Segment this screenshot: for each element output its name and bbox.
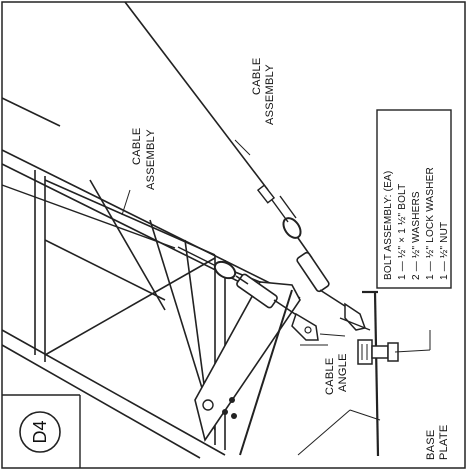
brace-diagonal-2 [44, 257, 216, 356]
cable-assembly-lower-line1: CABLE [131, 127, 143, 165]
angle-plate-vertical [373, 291, 380, 457]
upper-cable-assembly [124, 1, 366, 331]
lower-cable-assembly [1, 184, 319, 341]
leader-base-plate-2 [297, 409, 351, 456]
cable-angle-line2: ANGLE [337, 353, 349, 392]
bolt-assembly-item-1: 1 — ½" × 1 ½" BOLT [397, 184, 408, 280]
upper-cable-line [124, 1, 269, 191]
bolt-head [357, 339, 373, 365]
cable-tail [339, 317, 371, 331]
base-plate-gusset [194, 281, 301, 456]
turnbuckle-rod-lower-1 [235, 275, 249, 285]
leader-base-plate-1 [349, 409, 381, 421]
gusset-plate [194, 281, 301, 442]
thimble-leg-2 [279, 195, 297, 219]
thimble-leg-1 [271, 199, 289, 223]
shackle-upper [344, 302, 366, 331]
bolt-assembly-title: BOLT ASSEMBLY: (EA) [383, 171, 394, 280]
label-leaders [121, 139, 381, 456]
turnbuckle-upper [296, 251, 330, 293]
bottom-chord-edge-2 [1, 344, 201, 459]
bolt-hole-4 [231, 413, 237, 419]
arrow-shaft [319, 333, 346, 337]
bolt-assembly-item-2: 2 — ½" WASHERS [411, 191, 422, 280]
bolt-hole-2 [202, 399, 214, 411]
detail-tag-id: D4 [30, 420, 50, 443]
bolt-hole-5 [229, 397, 235, 403]
cable-assembly-upper-line2: ASSEMBLY [264, 64, 276, 125]
cable-thimble-lower [213, 260, 237, 280]
bolt-assembly-box [376, 109, 452, 289]
brace-diagonal-1 [44, 179, 216, 256]
cable-assembly-lower-line2: ASSEMBLY [145, 129, 157, 190]
label-cable-assembly-lower: CABLE ASSEMBLY [131, 127, 157, 190]
base-plate-line1: BASE [425, 429, 437, 460]
brace-diagonal-6 [89, 179, 166, 311]
label-cable-assembly-upper: CABLE ASSEMBLY [251, 57, 276, 125]
detail-tag-circle [19, 411, 61, 453]
lower-cable-line [1, 184, 176, 249]
brace-diagonal-3 [44, 239, 166, 301]
cable-assembly-upper-line1: CABLE [251, 57, 263, 95]
cable-angle-detail [339, 290, 431, 457]
bottom-chord-edge-1 [1, 329, 226, 456]
shackle-lower [291, 312, 319, 341]
truss-frame [1, 97, 301, 459]
bolt-assembly-note: BOLT ASSEMBLY: (EA) 1 — ½" × 1 ½" BOLT 2… [376, 109, 452, 289]
base-plate-edge [239, 289, 293, 456]
turnbuckle-rod-upper [319, 289, 349, 309]
shackle-pin [304, 326, 312, 334]
leader-lower-cable [121, 189, 131, 216]
cable-thimble-upper [282, 217, 302, 239]
bolt-leader [394, 349, 431, 353]
cable-angle-arrow [300, 333, 346, 346]
bolt-hole-3 [222, 409, 228, 415]
leader-upper-cable [234, 139, 251, 156]
turnbuckle-rod-lower-2 [273, 299, 299, 317]
frame-upper-edge [1, 97, 61, 127]
washer-stack [371, 345, 389, 359]
bolt-assembly-item-4: 1 — ½" NUT [439, 222, 450, 280]
base-plate-line2: PLATE [438, 424, 450, 460]
label-cable-angle: CABLE ANGLE [324, 353, 349, 395]
cable-angle-line1: CABLE [324, 357, 336, 395]
label-base-plate: BASE PLATE [425, 424, 450, 460]
bolt-assembly-item-3: 1 — ½" LOCK WASHER [425, 167, 436, 280]
lower-thimble-leg [177, 246, 217, 267]
detail-tag: D4 [2, 394, 81, 468]
cable-clip-upper [256, 184, 276, 204]
